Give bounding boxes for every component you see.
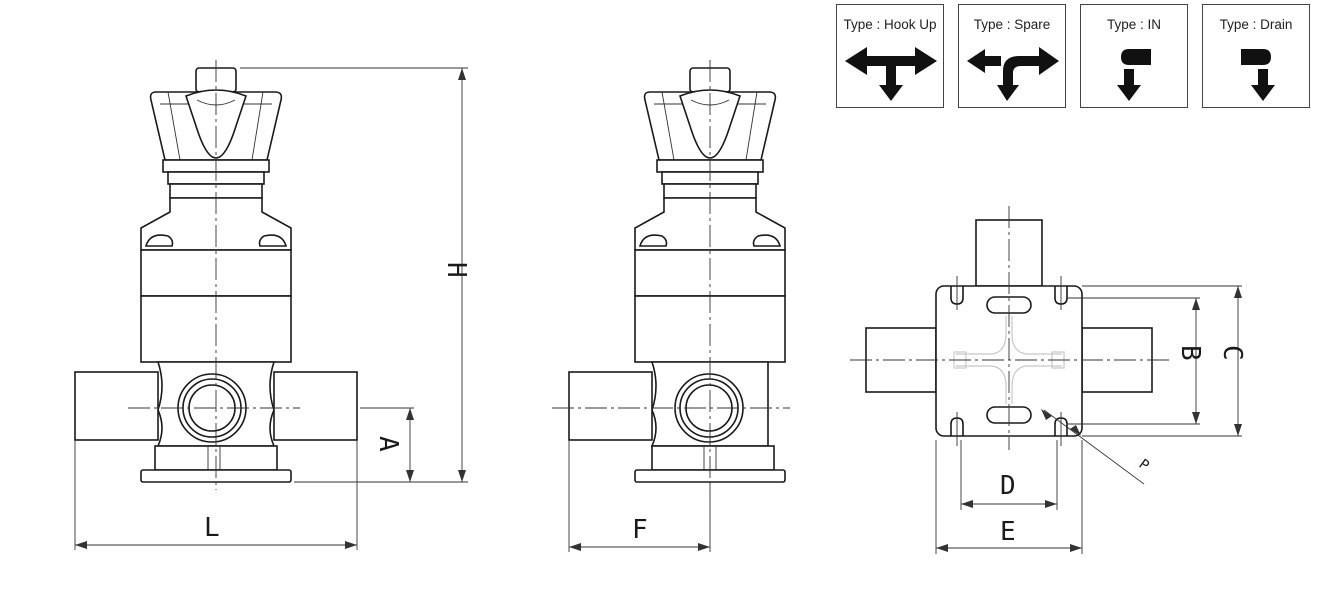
top-view-dimensions [935,285,1242,554]
in-flow-icon [1117,49,1151,101]
type-box-in: Type : IN [1080,4,1188,108]
side-view-dimensions [568,440,711,552]
type-box-hook-up: Type : Hook Up [836,4,944,108]
dim-label-b: B [1175,345,1205,361]
front-view-dimensions [74,67,468,550]
dim-label-a: A [373,436,403,452]
type-label-in: Type : IN [1106,17,1162,32]
dim-label-h: H [441,262,471,278]
dim-label-c: C [1217,345,1247,361]
type-box-spare: Type : Spare [958,4,1066,108]
side-view [552,60,790,490]
drain-flow-icon [1241,49,1275,101]
spare-flow-icon [967,47,1059,101]
front-view [74,60,358,490]
dim-label-p: P [1136,456,1152,474]
type-label-spare: Type : Spare [973,17,1051,32]
type-label-hook-up: Type : Hook Up [843,17,937,32]
type-label-drain: Type : Drain [1219,17,1293,32]
dim-label-l: L [204,513,220,543]
hook-up-flow-icon [845,47,937,101]
dim-label-e: E [1000,517,1016,547]
type-box-drain: Type : Drain [1202,4,1310,108]
dim-label-d: D [1000,471,1016,501]
top-view [850,206,1172,450]
dim-label-f: F [632,515,648,545]
